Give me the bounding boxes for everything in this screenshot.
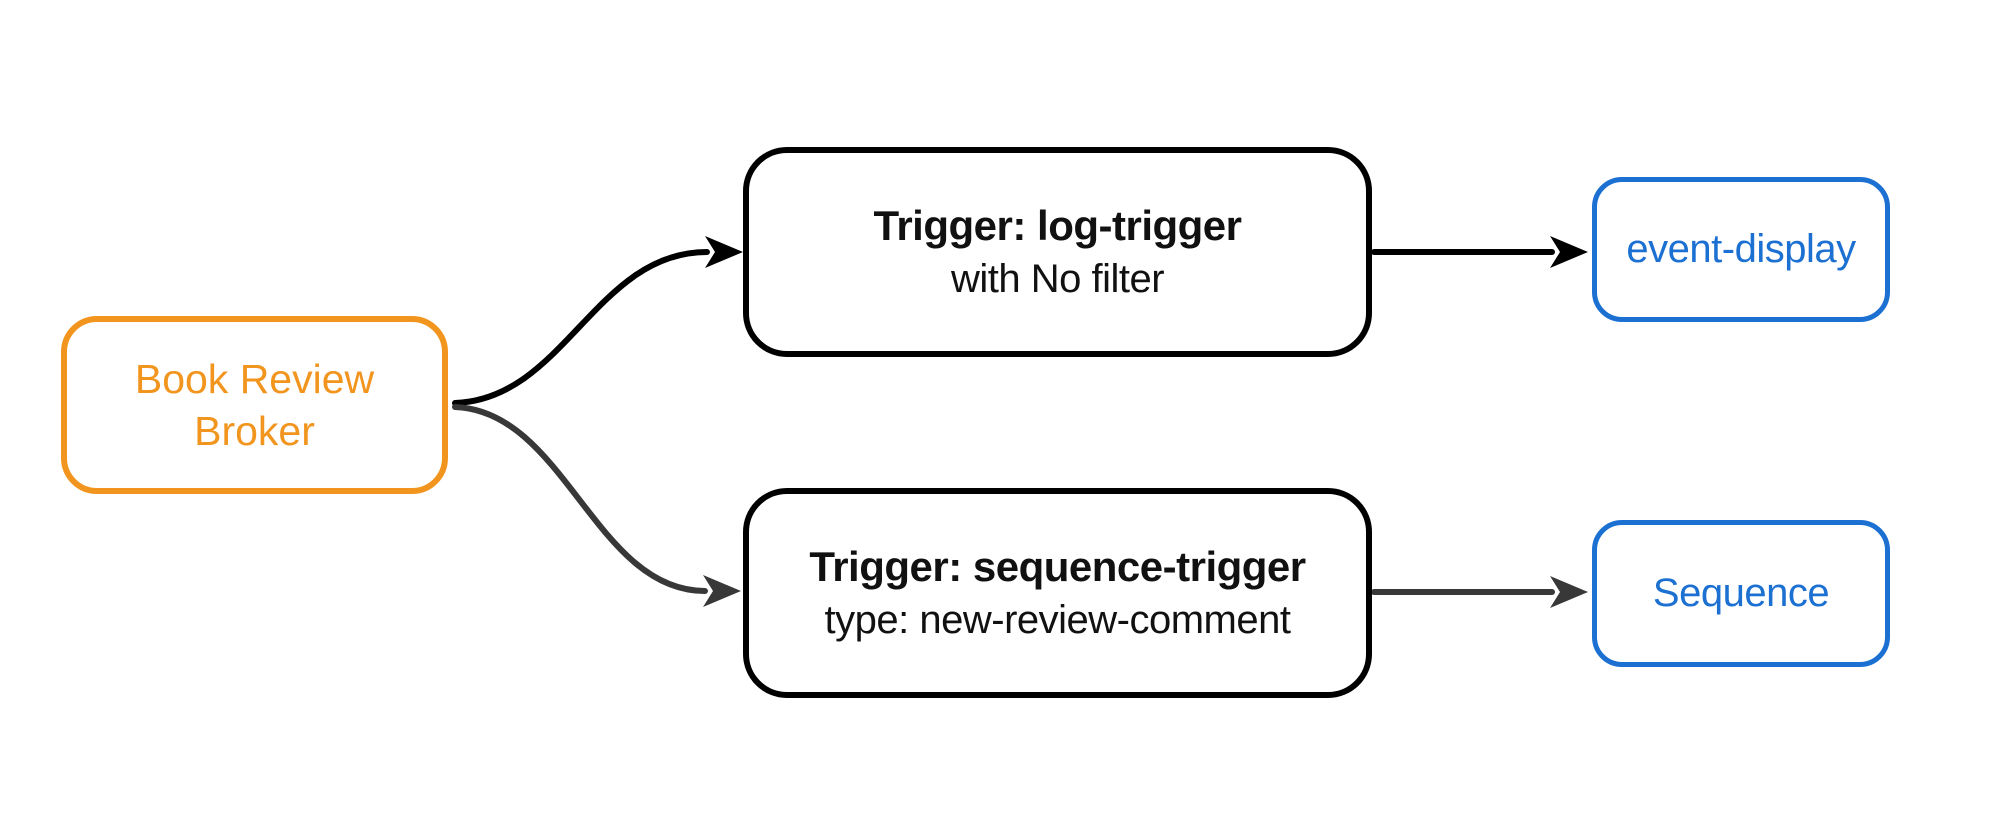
event-display-label: event-display	[1626, 227, 1856, 271]
trigger-log-title: Trigger: log-trigger	[873, 201, 1243, 249]
sequence-label: Sequence	[1652, 571, 1830, 615]
broker-label: Book Review Broker	[134, 355, 375, 454]
trigger-log-subtitle: with No filter	[950, 257, 1165, 302]
trigger-sequence-title: Trigger: sequence-trigger	[809, 542, 1306, 590]
node-sequence: Sequence	[1592, 520, 1890, 667]
edge-broker-to-trigger-sequence	[452, 404, 741, 607]
edge-broker-to-trigger-log	[452, 236, 743, 406]
node-event-display: event-display	[1592, 177, 1890, 322]
node-trigger-log: Trigger: log-trigger with No filter	[743, 147, 1372, 357]
node-broker: Book Review Broker	[61, 316, 448, 494]
node-trigger-sequence: Trigger: sequence-trigger type: new-revi…	[743, 488, 1372, 698]
trigger-sequence-subtitle: type: new-review-comment	[824, 598, 1291, 643]
